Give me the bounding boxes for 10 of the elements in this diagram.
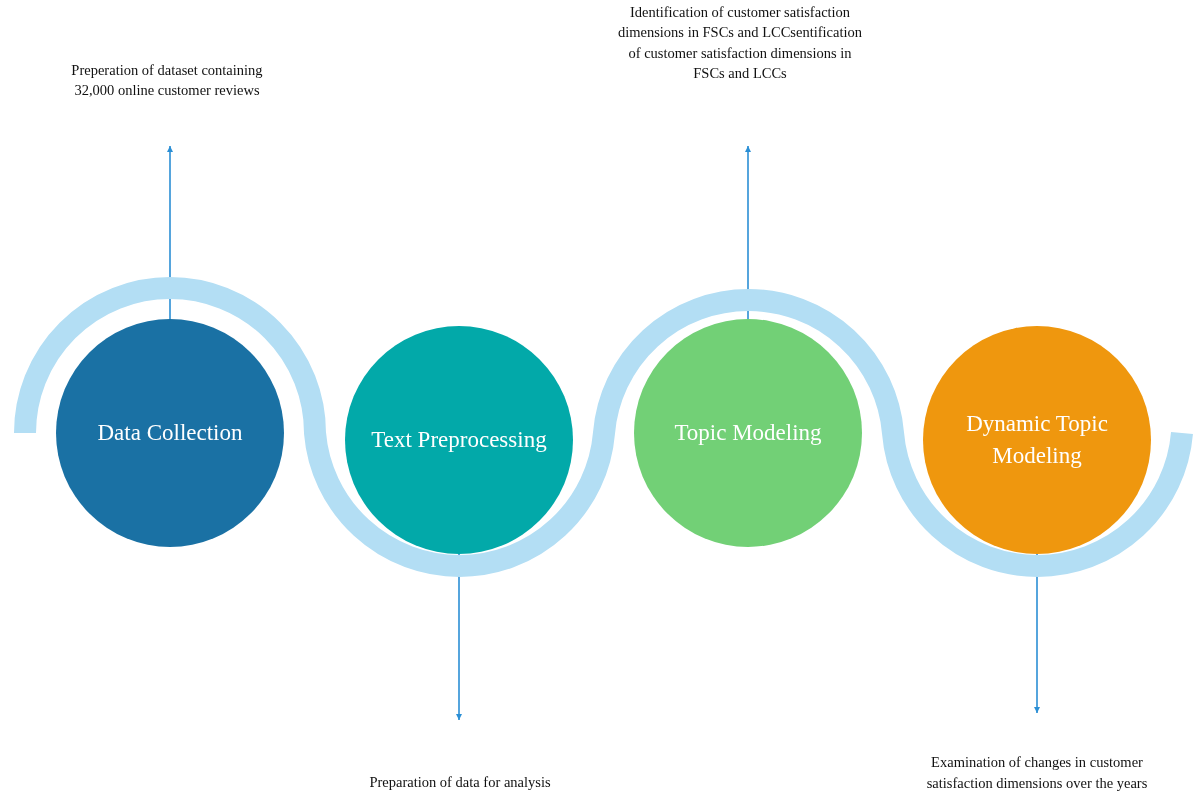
- step-title: Topic Modeling: [673, 418, 823, 447]
- step-description: Preparation of data for analysis: [369, 772, 551, 792]
- arrow: [744, 145, 752, 320]
- step-title: Dynamic Topic Modeling: [965, 409, 1109, 470]
- arrow: [166, 145, 174, 320]
- step-title: Text Preprocessing: [370, 425, 548, 454]
- step-description: Identification of customer satisfaction dimensions in FSCs and LCCsentification of customer satisfaction dimensions in FSCs and LCCs: [616, 3, 864, 83]
- step-description: Examination of changes in customer satisfaction dimensions over the years: [925, 753, 1149, 793]
- step-title: Data Collection: [96, 418, 244, 447]
- step-description: Preperation of dataset containing 32,000 online customer reviews: [70, 61, 264, 101]
